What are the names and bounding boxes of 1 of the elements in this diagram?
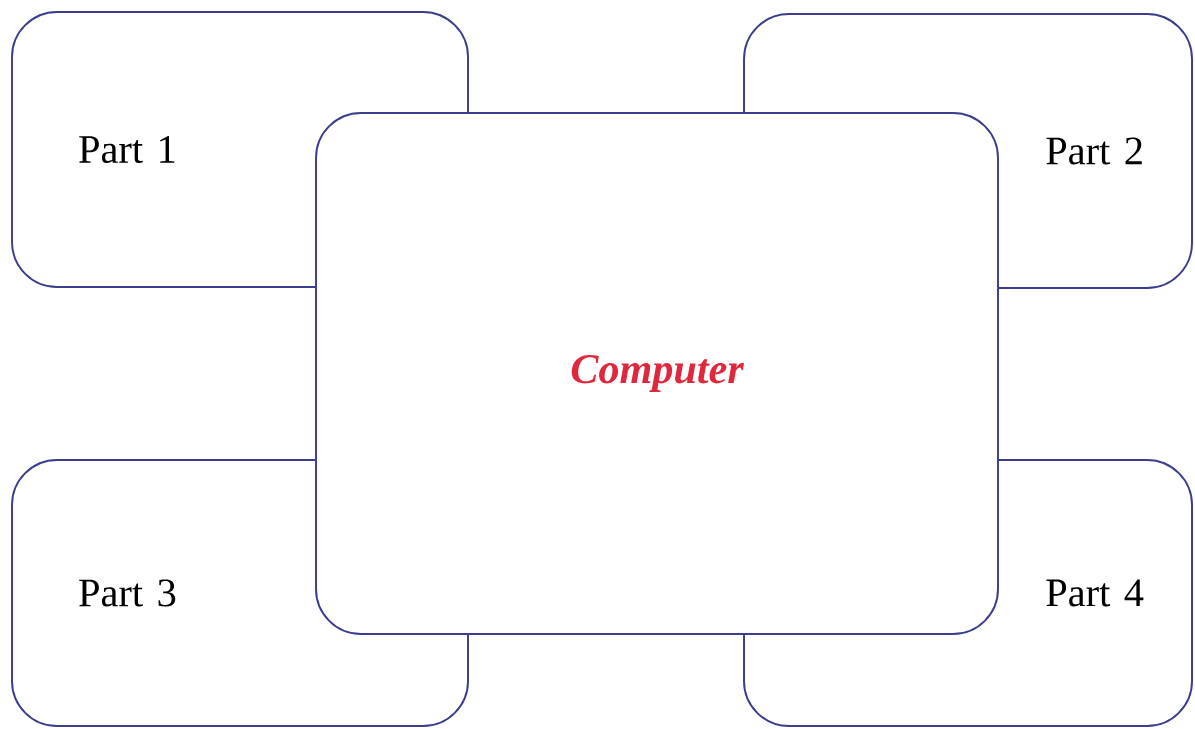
- computer-box: Computer: [315, 112, 999, 635]
